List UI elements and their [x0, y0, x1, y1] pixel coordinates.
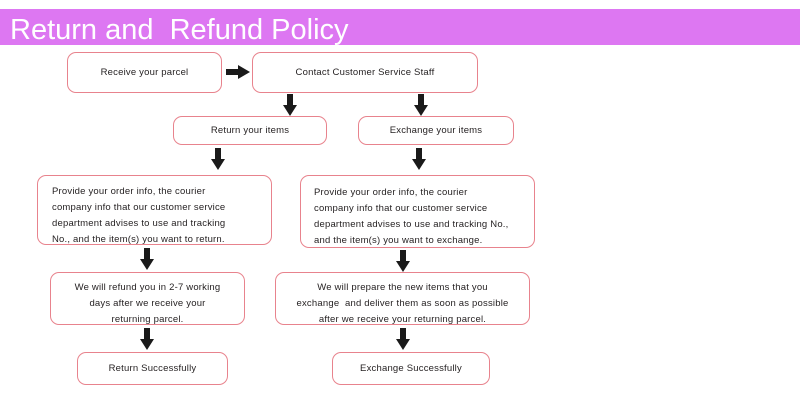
- node-exchange-result-text: We will prepare the new items that you e…: [296, 282, 509, 325]
- header-banner: Return and Refund Policy: [0, 9, 800, 45]
- node-exchange-success-label: Exchange Successfully: [360, 363, 462, 374]
- page-title: Return and Refund Policy: [10, 14, 349, 46]
- node-return-items-label: Return your items: [210, 125, 290, 136]
- node-return-success-label: Return Successfully: [108, 363, 197, 374]
- node-refund-result[interactable]: We will refund you in 2-7 working days a…: [50, 272, 245, 325]
- node-return-info-text: Provide your order info, the courier com…: [52, 186, 226, 245]
- arrow-down-icon-exchange-to-success: [396, 328, 410, 350]
- arrow-right-icon-receive-to-contact: [226, 65, 250, 79]
- arrow-down-icon-return-info-to-refund: [140, 248, 154, 270]
- node-contact-staff[interactable]: Contact Customer Service Staff: [252, 52, 478, 93]
- node-return-info[interactable]: Provide your order info, the courier com…: [37, 175, 272, 245]
- node-exchange-items[interactable]: Exchange your items: [358, 116, 514, 145]
- node-refund-result-text: We will refund you in 2-7 working days a…: [74, 282, 221, 325]
- arrow-down-icon-contact-to-return: [283, 94, 297, 116]
- node-exchange-result[interactable]: We will prepare the new items that you e…: [275, 272, 530, 325]
- arrow-down-icon-refund-to-success: [140, 328, 154, 350]
- node-return-items[interactable]: Return your items: [173, 116, 327, 145]
- arrow-down-icon-exchange-to-info: [412, 148, 426, 170]
- node-return-success[interactable]: Return Successfully: [77, 352, 228, 385]
- arrow-down-icon-exchange-info-to-result: [396, 250, 410, 272]
- arrow-down-icon-return-to-info: [211, 148, 225, 170]
- arrow-down-icon-contact-to-exchange: [414, 94, 428, 116]
- node-exchange-items-label: Exchange your items: [389, 125, 483, 136]
- node-receive-parcel[interactable]: Receive your parcel: [67, 52, 222, 93]
- node-exchange-info-text: Provide your order info, the courier com…: [314, 187, 509, 246]
- node-exchange-info[interactable]: Provide your order info, the courier com…: [300, 175, 535, 248]
- node-exchange-success[interactable]: Exchange Successfully: [332, 352, 490, 385]
- node-receive-parcel-label: Receive your parcel: [100, 67, 189, 78]
- node-contact-staff-label: Contact Customer Service Staff: [295, 67, 435, 78]
